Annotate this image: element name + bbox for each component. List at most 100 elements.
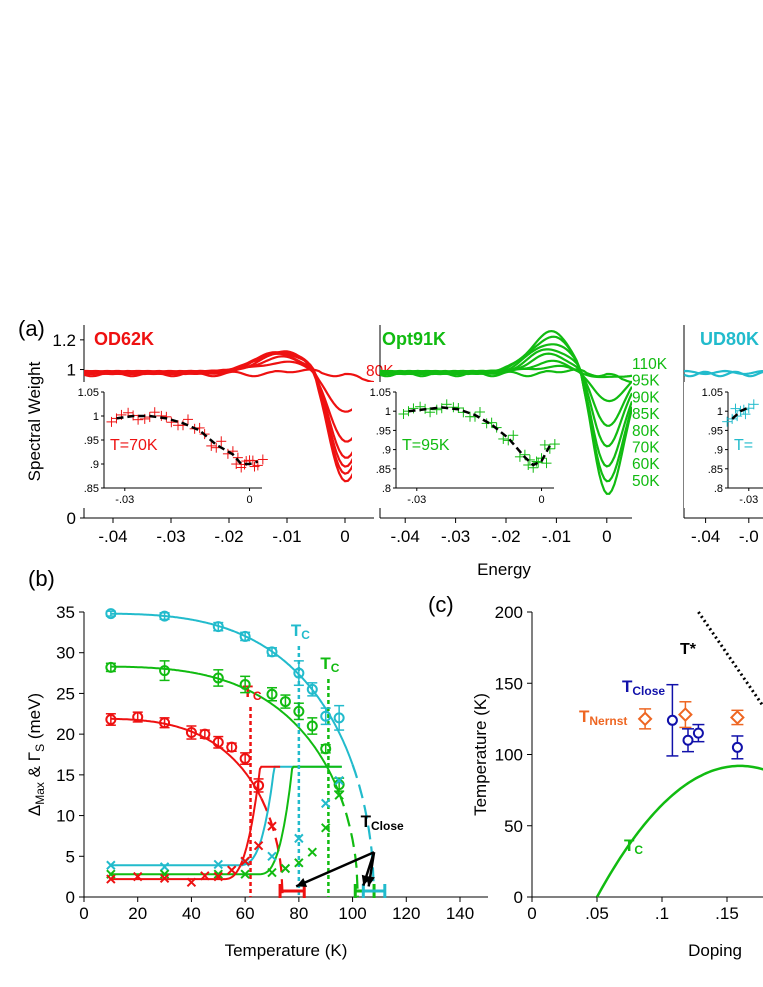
- x-tick-label: 40: [182, 904, 201, 923]
- inset-x-tick-label: -.03: [739, 494, 758, 506]
- scattering-data-point: [294, 833, 304, 844]
- tclose-arrow: [295, 851, 375, 888]
- gap-data-point: [306, 720, 318, 732]
- inset-x-tick-label: 0: [538, 494, 544, 506]
- x-tick-label: 140: [446, 904, 474, 923]
- gap-data-point: [253, 779, 265, 791]
- x-tick-label: -.04: [98, 527, 127, 546]
- inset-y-tick-label: .95: [708, 425, 723, 437]
- gap-fit-line: [110, 665, 341, 794]
- gap-data-point: [239, 630, 251, 642]
- gap-data-point: [159, 717, 171, 729]
- y-tick-label: 1.2: [52, 331, 76, 350]
- scattering-data-point: [240, 856, 250, 866]
- inset-y-tick-label: 1.05: [370, 387, 391, 399]
- gap-data-point: [293, 705, 305, 717]
- chart-title: Opt91K: [382, 329, 446, 349]
- legend-label-85K: 85K: [632, 406, 660, 423]
- panel-label-c: (c): [428, 592, 454, 617]
- x-tick-label: -.01: [542, 527, 571, 546]
- inset-y-tick-label: .9: [90, 459, 99, 471]
- inset-background: [60, 382, 268, 508]
- scattering-data-point: [213, 871, 223, 882]
- scattering-data-point: [159, 873, 170, 883]
- scattering-data-point: [321, 798, 331, 809]
- scattering-data-point: [213, 869, 223, 879]
- scattering-data-point: [227, 865, 237, 875]
- y-tick-label: 20: [56, 725, 75, 744]
- gap-data-point: [185, 727, 197, 739]
- y-tick-label: 10: [56, 807, 75, 826]
- x-tick-label: 0: [527, 904, 536, 923]
- legend-label-50K: 50K: [632, 473, 660, 490]
- y-tick-label: 100: [495, 746, 523, 765]
- legend-label-70K: 70K: [632, 440, 660, 457]
- tc-dome-label: TC: [624, 836, 643, 857]
- inset-x-tick-label: -.03: [407, 494, 426, 506]
- x-axis-label: Temperature (K): [225, 941, 348, 960]
- chart-title: OD62K: [94, 329, 154, 349]
- spectral-curves: [380, 329, 632, 495]
- gap-data-point: [212, 621, 224, 633]
- x-tick-label: 0: [602, 527, 611, 546]
- y-axis-label: Temperature (K): [471, 693, 490, 816]
- tstar-label: T*: [680, 641, 697, 658]
- y-tick-label: 200: [495, 603, 523, 622]
- legend-label-60K: 60K: [632, 456, 660, 473]
- inset-y-tick-label: .85: [376, 464, 391, 476]
- y-tick-label: 5: [66, 847, 75, 866]
- x-tick-label: 120: [392, 904, 420, 923]
- x-axis-label: Doping: [688, 941, 742, 960]
- x-tick-label: .1: [655, 904, 669, 923]
- y-axis-label: ΔMax & ΓS (meV): [25, 693, 47, 816]
- inset-temperature-label: T=70K: [110, 437, 158, 454]
- x-tick-label: -.03: [156, 527, 185, 546]
- gap-data-point: [212, 672, 224, 684]
- spectral-curves: [684, 369, 763, 378]
- inset-y-tick-label: 1: [717, 406, 723, 418]
- inset-y-tick-label: 1.05: [702, 387, 723, 399]
- gap-fit-dashed-line: [338, 792, 359, 898]
- tc-label: TC: [320, 654, 339, 675]
- scattering-data-point: [106, 860, 116, 870]
- panel-label-a: (a): [18, 316, 45, 341]
- scattering-fit-line: [110, 765, 342, 876]
- tclose-data-point: [692, 727, 704, 739]
- y-tick-label: 0: [514, 888, 523, 907]
- x-tick-label: -.0: [739, 527, 759, 546]
- inset-y-tick-label: 1: [385, 406, 391, 418]
- inset-y-tick-label: .9: [714, 445, 723, 457]
- x-tick-label: 100: [338, 904, 366, 923]
- scattering-data-point: [334, 790, 344, 800]
- x-tick-label: 0: [79, 904, 88, 923]
- scattering-data-point: [321, 823, 331, 833]
- legend-label-95K: 95K: [632, 373, 660, 390]
- inset-fit-line: [731, 406, 750, 420]
- gap-data-point: [226, 741, 238, 753]
- tclose-data-point: [731, 741, 743, 753]
- tnernst-data-point: [637, 711, 653, 727]
- scattering-data-point: [253, 840, 264, 851]
- inset-fit-line: [116, 414, 259, 466]
- tclose-label: TClose: [622, 677, 665, 698]
- gap-data-point: [105, 661, 117, 673]
- scattering-data-point: [240, 869, 250, 879]
- tclose-label: TClose: [361, 812, 404, 833]
- y-tick-label: 15: [56, 766, 75, 785]
- gap-data-point: [320, 743, 332, 755]
- x-tick-label: .15: [715, 904, 739, 923]
- panel-label-b: (b): [28, 566, 55, 591]
- tclose-data-point: [682, 734, 694, 746]
- tstar-line: [697, 611, 763, 706]
- gap-data-point: [159, 610, 171, 622]
- x-tick-label: 80: [289, 904, 308, 923]
- scattering-data-point: [186, 877, 197, 888]
- spectrum-line: [684, 369, 763, 376]
- y-tick-label: 150: [495, 674, 523, 693]
- gap-fit-dashed-line: [351, 764, 376, 898]
